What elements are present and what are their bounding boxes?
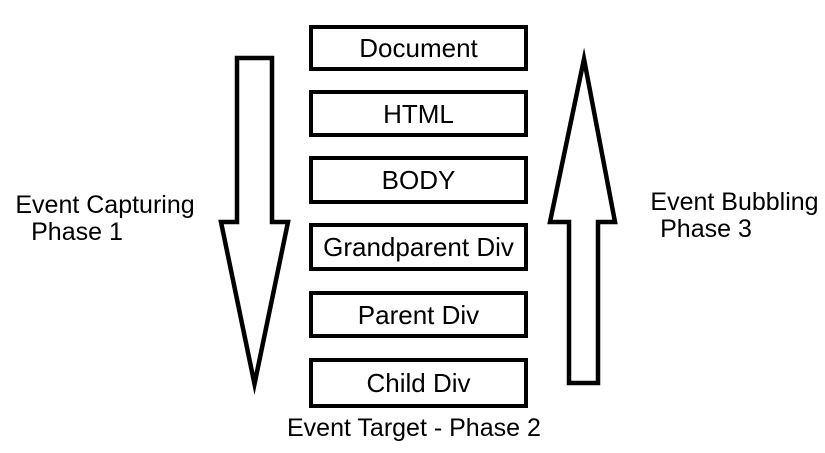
event-capturing-label: Event Capturing Phase 1 (0, 192, 210, 246)
dom-node-label: Parent Div (357, 299, 480, 330)
event-bubbling-label-line1: Event Bubbling (650, 188, 819, 216)
dom-node-box-child-div: Child Div (309, 358, 528, 408)
dom-node-box-document: Document (309, 25, 528, 71)
event-bubbling-label: Event Bubbling Phase 3 (644, 189, 825, 243)
dom-node-label: Document (359, 33, 478, 63)
dom-node-label: Grandparent Div (323, 232, 514, 262)
event-capturing-label-line1: Event Capturing (15, 191, 195, 219)
event-bubbling-arrow (547, 47, 618, 386)
dom-node-box-body: BODY (309, 156, 528, 204)
dom-node-label: Child Div (366, 368, 471, 398)
event-capturing-label-line2: Phase 1 (31, 218, 123, 246)
dom-node-box-grandparent-div: Grandparent Div (309, 223, 528, 271)
event-target-label: Event Target - Phase 2 (287, 414, 541, 442)
dom-node-label: HTML (383, 98, 454, 129)
event-bubbling-label-line2: Phase 3 (660, 215, 752, 243)
dom-node-label: BODY (381, 165, 456, 195)
dom-node-box-parent-div: Parent Div (309, 291, 528, 338)
event-capturing-arrow (218, 55, 291, 396)
dom-node-box-html: HTML (309, 90, 528, 137)
